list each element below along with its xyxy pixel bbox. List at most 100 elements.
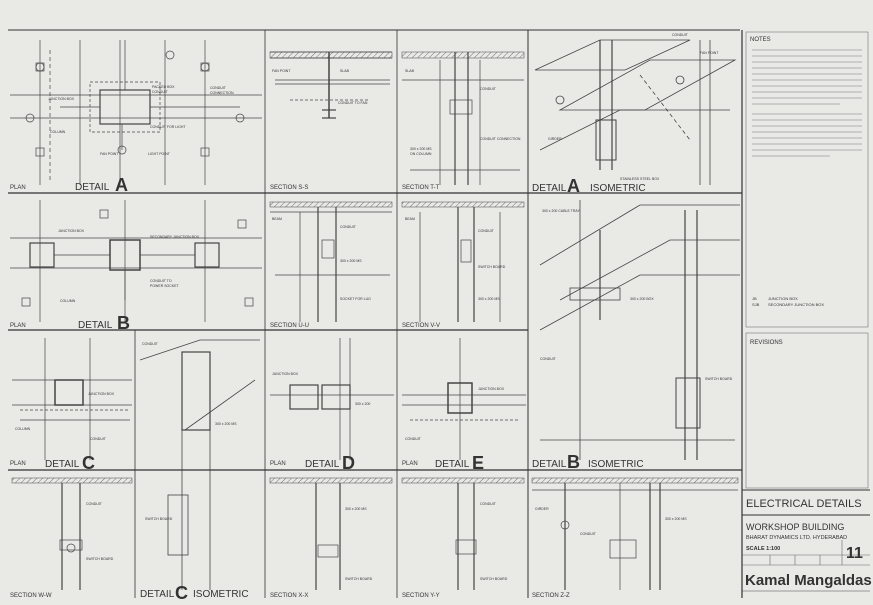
svg-text:STAINLESS STEEL BOX: STAINLESS STEEL BOX	[620, 177, 660, 181]
svg-text:SECONDARY JUNCTION BOX: SECONDARY JUNCTION BOX	[150, 235, 200, 239]
svg-text:SOCKET FOR LUG: SOCKET FOR LUG	[340, 297, 371, 301]
detail-b-plan-label: PLAN	[10, 323, 26, 329]
svg-text:BEAM: BEAM	[405, 217, 415, 221]
svg-text:CONDUIT: CONDUIT	[405, 437, 422, 441]
drawing-number: 11	[846, 545, 863, 562]
svg-text:300 x 200 MS: 300 x 200 MS	[410, 147, 432, 151]
project-name: WORKSHOP BUILDING	[746, 522, 844, 532]
section-zz-label: SECTION Z-Z	[532, 593, 570, 599]
drawing-scale: SCALE 1:100	[746, 546, 780, 552]
svg-text:BEAM: BEAM	[272, 217, 282, 221]
detail-e-plan-label: PLAN	[402, 461, 418, 467]
firm-name: Kamal Mangaldas	[745, 572, 872, 589]
svg-text:FAN POINT: FAN POINT	[700, 51, 719, 55]
drawing-title: ELECTRICAL DETAILS	[746, 498, 862, 510]
section-xx-annotations: 300 x 200 MS SWITCH BOARD	[345, 507, 373, 581]
section-ss-label: SECTION S-S	[270, 185, 308, 191]
detail-c-iso-letter: C	[175, 583, 188, 600]
svg-text:CONDUIT: CONDUIT	[90, 437, 107, 441]
client-name: BHARAT DYNAMICS LTD. HYDERABAD	[746, 535, 847, 541]
svg-text:300 x 200 MS: 300 x 200 MS	[345, 507, 367, 511]
section-tt-drawing	[401, 51, 525, 185]
notes-text-lines	[752, 49, 862, 157]
sheet-frame	[8, 29, 743, 598]
svg-text:JUNCTION BOX: JUNCTION BOX	[58, 229, 85, 233]
detail-b-plan-drawing	[10, 200, 262, 322]
detail-e-drawing	[402, 338, 526, 460]
detail-a-letter: A	[115, 175, 128, 195]
svg-text:SWITCH BOARD: SWITCH BOARD	[345, 577, 373, 581]
detail-b-plan-annotations: SECONDARY JUNCTION BOX JUNCTION BOX COND…	[58, 229, 200, 303]
detail-a-iso-word: DETAIL	[532, 183, 567, 194]
detail-e-letter: E	[472, 453, 484, 473]
detail-d-letter: D	[342, 453, 355, 473]
section-vv-drawing	[401, 201, 525, 322]
legend-text-sjb: SECONDARY JUNCTION BOX	[768, 302, 824, 307]
svg-text:LIGHT POINT: LIGHT POINT	[148, 152, 171, 156]
detail-e-annotations: JUNCTION BOX CONDUIT	[405, 387, 505, 441]
title-block: ELECTRICAL DETAILS WORKSHOP BUILDING BHA…	[742, 489, 872, 592]
section-ss-annotations: FAN POINT SLAB CONDUIT TO FAN	[272, 69, 368, 105]
svg-text:CONDUIT: CONDUIT	[580, 532, 597, 536]
panel-labels: PLAN DETAIL A SECTION S-S SECTION T-T DE…	[10, 175, 646, 603]
svg-text:CONDUIT: CONDUIT	[478, 229, 495, 233]
svg-text:COLUMN: COLUMN	[60, 299, 76, 303]
svg-text:JUNCTION BOX: JUNCTION BOX	[48, 97, 75, 101]
detail-a-iso-kind: ISOMETRIC	[590, 183, 646, 194]
svg-text:JUNCTION BOX: JUNCTION BOX	[478, 387, 505, 391]
svg-text:POWER SOCKET: POWER SOCKET	[150, 284, 179, 288]
svg-text:CONDUIT TO FAN: CONDUIT TO FAN	[338, 101, 368, 105]
svg-text:300 x 200 MS: 300 x 200 MS	[478, 297, 500, 301]
svg-text:ON COLUMN: ON COLUMN	[410, 152, 432, 156]
detail-c-plan-annotations: JUNCTION BOX COLUMN CONDUIT	[15, 392, 115, 441]
legend-text-jb: JUNCTION BOX	[768, 296, 798, 301]
svg-text:CONDUIT: CONDUIT	[480, 87, 497, 91]
svg-text:CONDUIT: CONDUIT	[340, 225, 357, 229]
svg-text:CONNECTION: CONNECTION	[210, 91, 234, 95]
section-xx-label: SECTION X-X	[270, 593, 308, 599]
svg-text:300 x 200 BOX: 300 x 200 BOX	[630, 297, 654, 301]
svg-text:300 x 200: 300 x 200	[355, 402, 370, 406]
detail-b-word: DETAIL	[78, 320, 113, 331]
detail-a-isometric-drawing	[534, 39, 737, 185]
svg-text:PACKED BOX: PACKED BOX	[152, 85, 175, 89]
svg-text:SLAB: SLAB	[405, 69, 415, 73]
svg-text:FAN POINT: FAN POINT	[100, 152, 119, 156]
svg-text:SWITCH BOARD: SWITCH BOARD	[145, 517, 173, 521]
svg-text:GIRDER: GIRDER	[535, 507, 549, 511]
svg-text:CONDUIT: CONDUIT	[540, 357, 557, 361]
detail-b-iso-kind: ISOMETRIC	[588, 459, 644, 470]
svg-text:300 x 200 MS: 300 x 200 MS	[215, 422, 237, 426]
title-block-fields	[742, 540, 870, 566]
svg-text:JUNCTION BOX: JUNCTION BOX	[88, 392, 115, 396]
detail-d-annotations: JUNCTION BOX 300 x 200	[272, 372, 370, 406]
detail-c-plan-drawing	[12, 338, 132, 460]
detail-a-plan-label: PLAN	[10, 185, 26, 191]
svg-text:300 x 200 CABLE TRAY: 300 x 200 CABLE TRAY	[542, 209, 580, 213]
revisions-heading: REVISIONS	[750, 340, 783, 346]
detail-c-plan-label: PLAN	[10, 461, 26, 467]
detail-b-isometric-drawing	[539, 200, 740, 460]
svg-text:SWITCH BOARD: SWITCH BOARD	[705, 377, 733, 381]
section-vv-label: SECTION V-V	[402, 323, 440, 329]
section-yy-drawing	[401, 477, 525, 590]
svg-text:CONDUIT: CONDUIT	[142, 342, 159, 346]
svg-text:SLAB: SLAB	[340, 69, 350, 73]
detail-c-iso-kind: ISOMETRIC	[193, 589, 249, 600]
section-ww-drawing	[11, 477, 133, 590]
detail-a-word: DETAIL	[75, 182, 110, 193]
detail-d-plan-label: PLAN	[270, 461, 286, 467]
svg-text:COLUMN: COLUMN	[50, 130, 66, 134]
detail-a-plan-drawing	[10, 40, 262, 185]
section-zz-drawing	[531, 477, 739, 590]
notes-heading: NOTES	[750, 37, 771, 43]
svg-text:FAN POINT: FAN POINT	[272, 69, 291, 73]
section-tt-label: SECTION T-T	[402, 185, 440, 191]
svg-text:SWITCH BOARD: SWITCH BOARD	[480, 577, 508, 581]
legend-key-jb: JB	[752, 296, 757, 301]
